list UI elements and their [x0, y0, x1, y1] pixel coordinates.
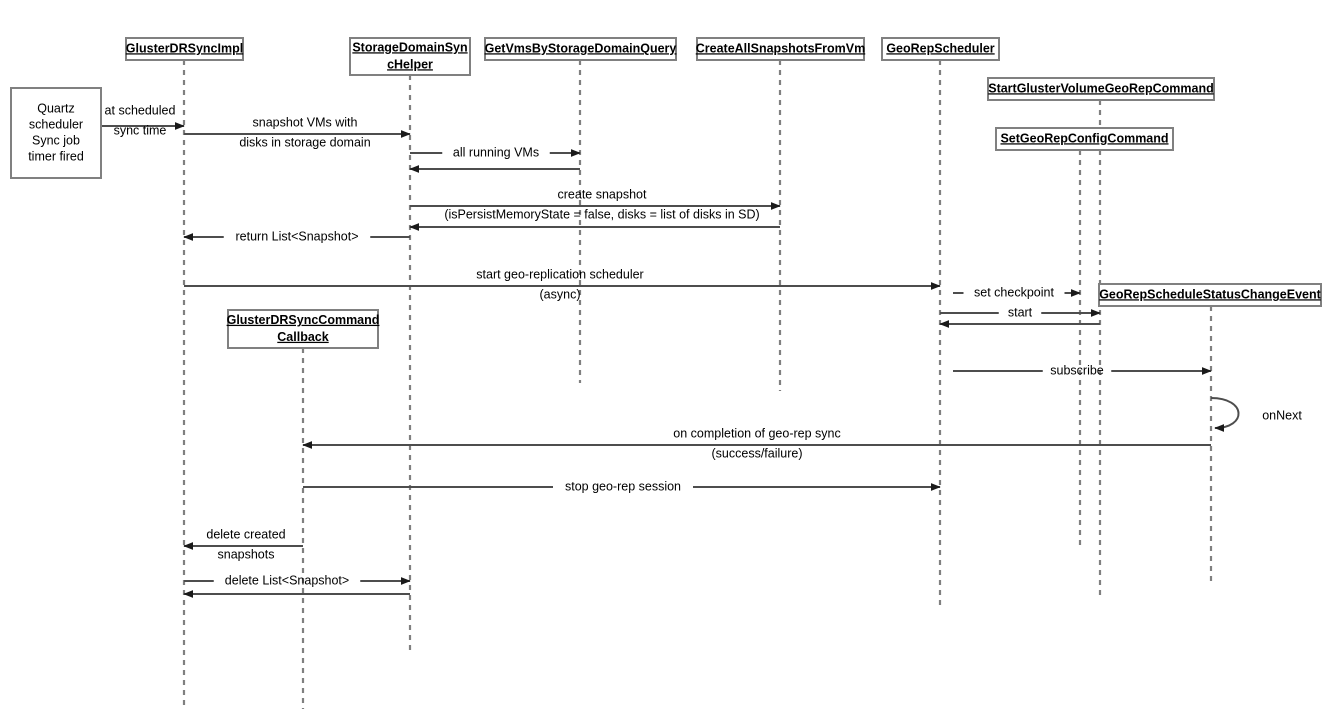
participant-storageDomainSyncHelper[interactable]: StorageDomainSyn cHelper	[349, 37, 471, 76]
participant-box	[125, 37, 244, 61]
message-label: start	[1008, 305, 1033, 319]
message-label: disks in storage domain	[239, 135, 370, 149]
message-start[interactable]: start	[940, 305, 1101, 319]
participant-label: GlusterDRSyncCommand	[227, 313, 380, 327]
message-label: (success/failure)	[712, 446, 803, 460]
participant-label: Callback	[277, 330, 328, 344]
message-label: set checkpoint	[974, 285, 1054, 299]
participant-box	[696, 37, 865, 61]
message-create-snapshot[interactable]: create snapshot (isPersistMemoryState = f…	[410, 187, 781, 221]
message-stop-geo-rep-session[interactable]: stop geo-rep session	[303, 479, 941, 493]
lifelines-layer	[182, 60, 1213, 709]
message-label: stop geo-rep session	[565, 479, 681, 493]
message-label: all running VMs	[453, 145, 539, 159]
participant-label: GlusterDRSyncImpl	[126, 41, 243, 55]
message-label: create snapshot	[558, 187, 647, 201]
participant-label: GeoRepScheduler	[886, 41, 994, 55]
message-on-completion-of-geo-rep-sync[interactable]: on completion of geo-rep sync (success/fa…	[302, 426, 1211, 460]
message-label: snapshot VMs with	[253, 115, 358, 129]
self-message-arrow	[1210, 397, 1240, 432]
participant-box	[227, 309, 379, 349]
participant-box	[349, 37, 471, 76]
message-set-checkpoint[interactable]: set checkpoint	[953, 285, 1081, 299]
participant-label: StartGlusterVolumeGeoRepCommand	[988, 81, 1214, 95]
note-box	[10, 87, 102, 179]
message-label: delete created	[206, 527, 285, 541]
message-label: sync time	[114, 123, 167, 137]
message-delete-created-snapshots[interactable]: delete created snapshots	[183, 527, 303, 561]
participant-box	[881, 37, 1000, 61]
participant-label: SetGeoRepConfigCommand	[1000, 131, 1168, 145]
message-label: (isPersistMemoryState = false, disks = l…	[444, 207, 759, 221]
message-label: return List<Snapshot>	[236, 229, 359, 243]
participant-boxes-layer: GlusterDRSyncImpl StorageDomainSyn cHelper…	[10, 37, 1322, 349]
note-text-line: timer fired	[28, 149, 84, 163]
note-text-line: Sync job	[32, 133, 80, 147]
participant-label: StorageDomainSyn	[352, 40, 467, 54]
participant-label: GetVmsByStorageDomainQuery	[485, 41, 677, 55]
participant-box	[995, 127, 1174, 151]
message-subscribe[interactable]: subscribe	[953, 363, 1212, 377]
message-start-geo-replication-scheduler[interactable]: start geo-replication scheduler (async)	[184, 267, 941, 301]
participant-label: CreateAllSnapshotsFromVm	[696, 41, 865, 55]
message-label: onNext	[1262, 408, 1302, 422]
message-label: (async)	[540, 287, 581, 301]
message-on-next[interactable]: onNext	[1210, 397, 1302, 432]
message-label: subscribe	[1050, 363, 1104, 377]
message-label: start geo-replication scheduler	[476, 267, 643, 281]
participant-glusterDRSyncImpl[interactable]: GlusterDRSyncImpl	[125, 37, 244, 61]
note-text-line: Quartz	[37, 101, 75, 115]
participant-startGlusterVolumeGeoRepCommand[interactable]: StartGlusterVolumeGeoRepCommand	[987, 77, 1215, 101]
participant-box	[1098, 283, 1322, 307]
message-label: delete List<Snapshot>	[225, 573, 349, 587]
message-at-scheduled-sync-time[interactable]: at scheduled sync time	[101, 103, 185, 137]
message-label: on completion of geo-rep sync	[673, 426, 840, 440]
participant-geoRepScheduler[interactable]: GeoRepScheduler	[881, 37, 1000, 61]
message-delete-list-snapshot[interactable]: delete List<Snapshot>	[184, 573, 411, 587]
participant-box	[987, 77, 1215, 101]
participant-label: cHelper	[387, 57, 433, 71]
participant-setGeoRepConfigCommand[interactable]: SetGeoRepConfigCommand	[995, 127, 1174, 151]
message-label: snapshots	[218, 547, 275, 561]
messages-layer: at scheduled sync time snapshot VMs with di…	[101, 103, 1302, 598]
message-return-list-snapshot[interactable]: return List<Snapshot>	[183, 229, 410, 243]
participant-box	[484, 37, 677, 61]
participant-geoRepScheduleStatusChangeEvent[interactable]: GeoRepScheduleStatusChangeEvent	[1098, 283, 1322, 307]
note-text-line: scheduler	[29, 117, 83, 131]
message-snapshot-vms-with-disks[interactable]: snapshot VMs with disks in storage domain	[184, 115, 411, 149]
participant-getVmsByStorageDomainQuery[interactable]: GetVmsByStorageDomainQuery	[484, 37, 677, 61]
participant-createAllSnapshotsFromVm[interactable]: CreateAllSnapshotsFromVm	[696, 37, 865, 61]
participant-label: GeoRepScheduleStatusChangeEvent	[1099, 287, 1321, 301]
message-all-running-vms[interactable]: all running VMs	[410, 145, 581, 159]
message-label: at scheduled	[105, 103, 176, 117]
